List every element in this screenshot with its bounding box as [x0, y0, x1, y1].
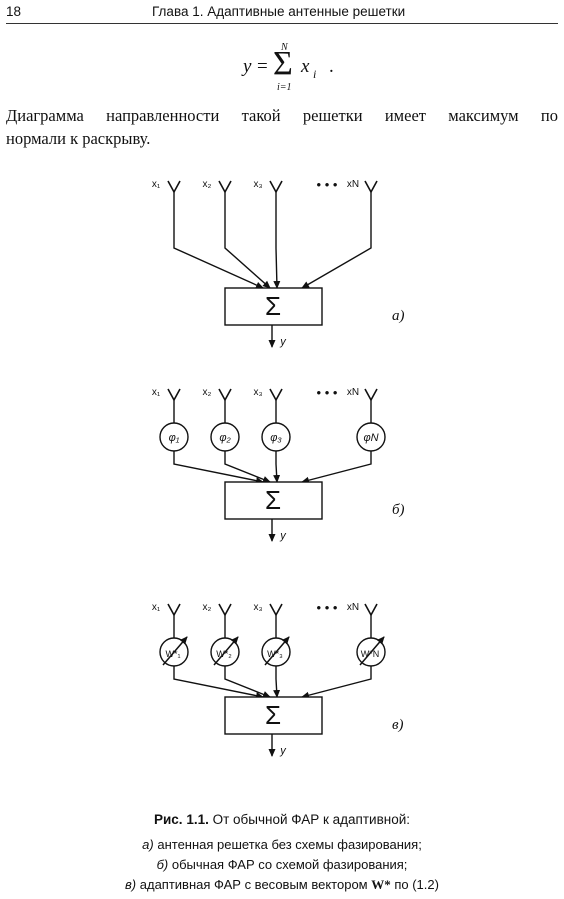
formula-lower-limit: i=1	[277, 82, 292, 93]
formula-variable: x	[301, 56, 310, 77]
tuning-arrow-icon	[359, 636, 385, 666]
page-header: 18 Глава 1. Адаптивные антенные решетки	[6, 2, 558, 24]
paragraph-line-1: Диаграмма направленности такой решетки и…	[6, 106, 558, 125]
caption-c-text: адаптивная ФАР с весовым вектором	[136, 877, 372, 892]
figure-number: Рис. 1.1.	[154, 812, 209, 827]
panel-label-2: б)	[392, 502, 405, 518]
ellipsis: • • •	[317, 177, 338, 192]
signal-line-1	[173, 451, 264, 485]
diagram-panel-3: x₁W*₁x₂W*₂x₃W*₃xNW*N• • •Σyв)	[152, 600, 404, 757]
input-label-4: xN	[347, 602, 359, 613]
formula-equals: =	[257, 56, 268, 77]
input-label-4: xN	[347, 387, 359, 398]
signal-line-4	[301, 192, 372, 289]
input-label-1: x₁	[152, 602, 161, 613]
paragraph-line-2: нормали к раскрыву.	[6, 129, 151, 148]
signal-line-1	[173, 666, 264, 700]
sum-symbol: Σ	[265, 291, 281, 321]
input-label-4: xN	[347, 179, 359, 190]
tuning-arrow-icon	[264, 636, 290, 666]
panel-label-3: в)	[392, 717, 404, 733]
antenna-icon	[218, 388, 232, 402]
caption-line-a: а) антенная решетка без схемы фазировани…	[0, 837, 564, 852]
formula-upper-limit: N	[281, 42, 288, 53]
ellipsis: • • •	[317, 385, 338, 400]
summing-block	[224, 287, 323, 326]
figure-caption-title: Рис. 1.1. От обычной ФАР к адаптивной:	[0, 812, 564, 827]
input-label-1: x₁	[152, 179, 161, 190]
caption-c-letter: в)	[125, 877, 137, 892]
formula-subscript: i	[313, 67, 317, 81]
caption-b-letter: б)	[156, 857, 169, 872]
sum-symbol: Σ	[265, 485, 281, 515]
phase-label-1: φ₁	[169, 432, 180, 444]
antenna-icon	[167, 388, 181, 402]
figure-title: От обычной ФАР к адаптивной:	[208, 812, 410, 827]
formula-lhs: y	[243, 56, 252, 77]
body-paragraph: Диаграмма направленности такой решетки и…	[6, 104, 558, 150]
sum-symbol: Σ	[265, 700, 281, 730]
antenna-array-diagrams: x₁ x₂ x₃ xN • • • Σy а) x₁ φ₁ x₂ φ₂ x₃ φ₃ xN φN • • • Σy…	[152, 177, 405, 757]
input-label-2: x₂	[203, 179, 212, 190]
summing-block	[224, 481, 323, 520]
diagram-panel-2: x₁ φ₁ x₂ φ₂ x₃ φ₃ xN φN • • • Σy б)	[152, 385, 405, 542]
summing-block	[224, 696, 323, 735]
antenna-icon	[167, 180, 181, 194]
phase-label-4: φN	[363, 432, 378, 444]
output-label: y	[279, 336, 287, 348]
antenna-icon	[269, 388, 283, 402]
signal-line-1	[173, 192, 264, 289]
caption-line-b: б) обычная ФАР со схемой фазирования;	[0, 857, 564, 872]
antenna-icon	[364, 603, 378, 617]
input-label-2: x₂	[203, 602, 212, 613]
formula-period: .	[329, 56, 334, 77]
chapter-title: Глава 1. Адаптивные антенные решетки	[152, 4, 406, 19]
diagram-panel-1: x₁ x₂ x₃ xN • • • Σy а)	[152, 177, 405, 348]
caption-b-text: обычная ФАР со схемой фазирования;	[168, 857, 408, 872]
tuning-arrow-icon	[213, 636, 239, 666]
antenna-icon	[269, 603, 283, 617]
input-label-3: x₃	[253, 387, 262, 398]
caption-c-end: по (1.2)	[390, 877, 439, 892]
input-label-2: x₂	[203, 387, 212, 398]
signal-line-3	[273, 192, 281, 289]
signal-line-4	[301, 666, 372, 699]
input-label-3: x₃	[253, 602, 262, 613]
antenna-icon	[218, 603, 232, 617]
signal-line-2	[224, 192, 271, 289]
input-label-3: x₃	[253, 179, 262, 190]
phase-label-3: φ₃	[270, 432, 282, 444]
signal-line-2	[224, 451, 271, 483]
antenna-icon	[167, 603, 181, 617]
signal-line-4	[301, 451, 372, 484]
caption-a-text: антенная решетка без схемы фазирования;	[153, 837, 422, 852]
output-label: y	[279, 530, 287, 542]
caption-c-vector: W*	[371, 877, 391, 892]
tuning-arrow-icon	[162, 636, 188, 666]
ellipsis: • • •	[317, 600, 338, 615]
antenna-icon	[364, 180, 378, 194]
diagram-panels: x₁ x₂ x₃ xN • • • Σy а) x₁ φ₁ x₂ φ₂ x₃ φ₃ xN φN • • • Σy…	[152, 177, 405, 757]
header-rule	[6, 23, 558, 24]
input-label-1: x₁	[152, 387, 161, 398]
antenna-icon	[218, 180, 232, 194]
output-label: y	[279, 745, 287, 757]
signal-line-2	[224, 666, 271, 698]
signal-line-3	[273, 451, 281, 483]
page-number: 18	[6, 4, 22, 19]
signal-line-3	[273, 666, 281, 698]
caption-a-letter: а)	[142, 837, 154, 852]
antenna-icon	[364, 388, 378, 402]
antenna-icon	[269, 180, 283, 194]
panel-label-1: а)	[392, 308, 405, 324]
phase-label-2: φ₂	[219, 432, 231, 444]
formula-sum-sign: Σ	[273, 45, 293, 82]
caption-line-c: в) адаптивная ФАР с весовым вектором W* …	[0, 877, 564, 893]
sum-formula: y = N Σ i=1 x i .	[243, 42, 353, 100]
